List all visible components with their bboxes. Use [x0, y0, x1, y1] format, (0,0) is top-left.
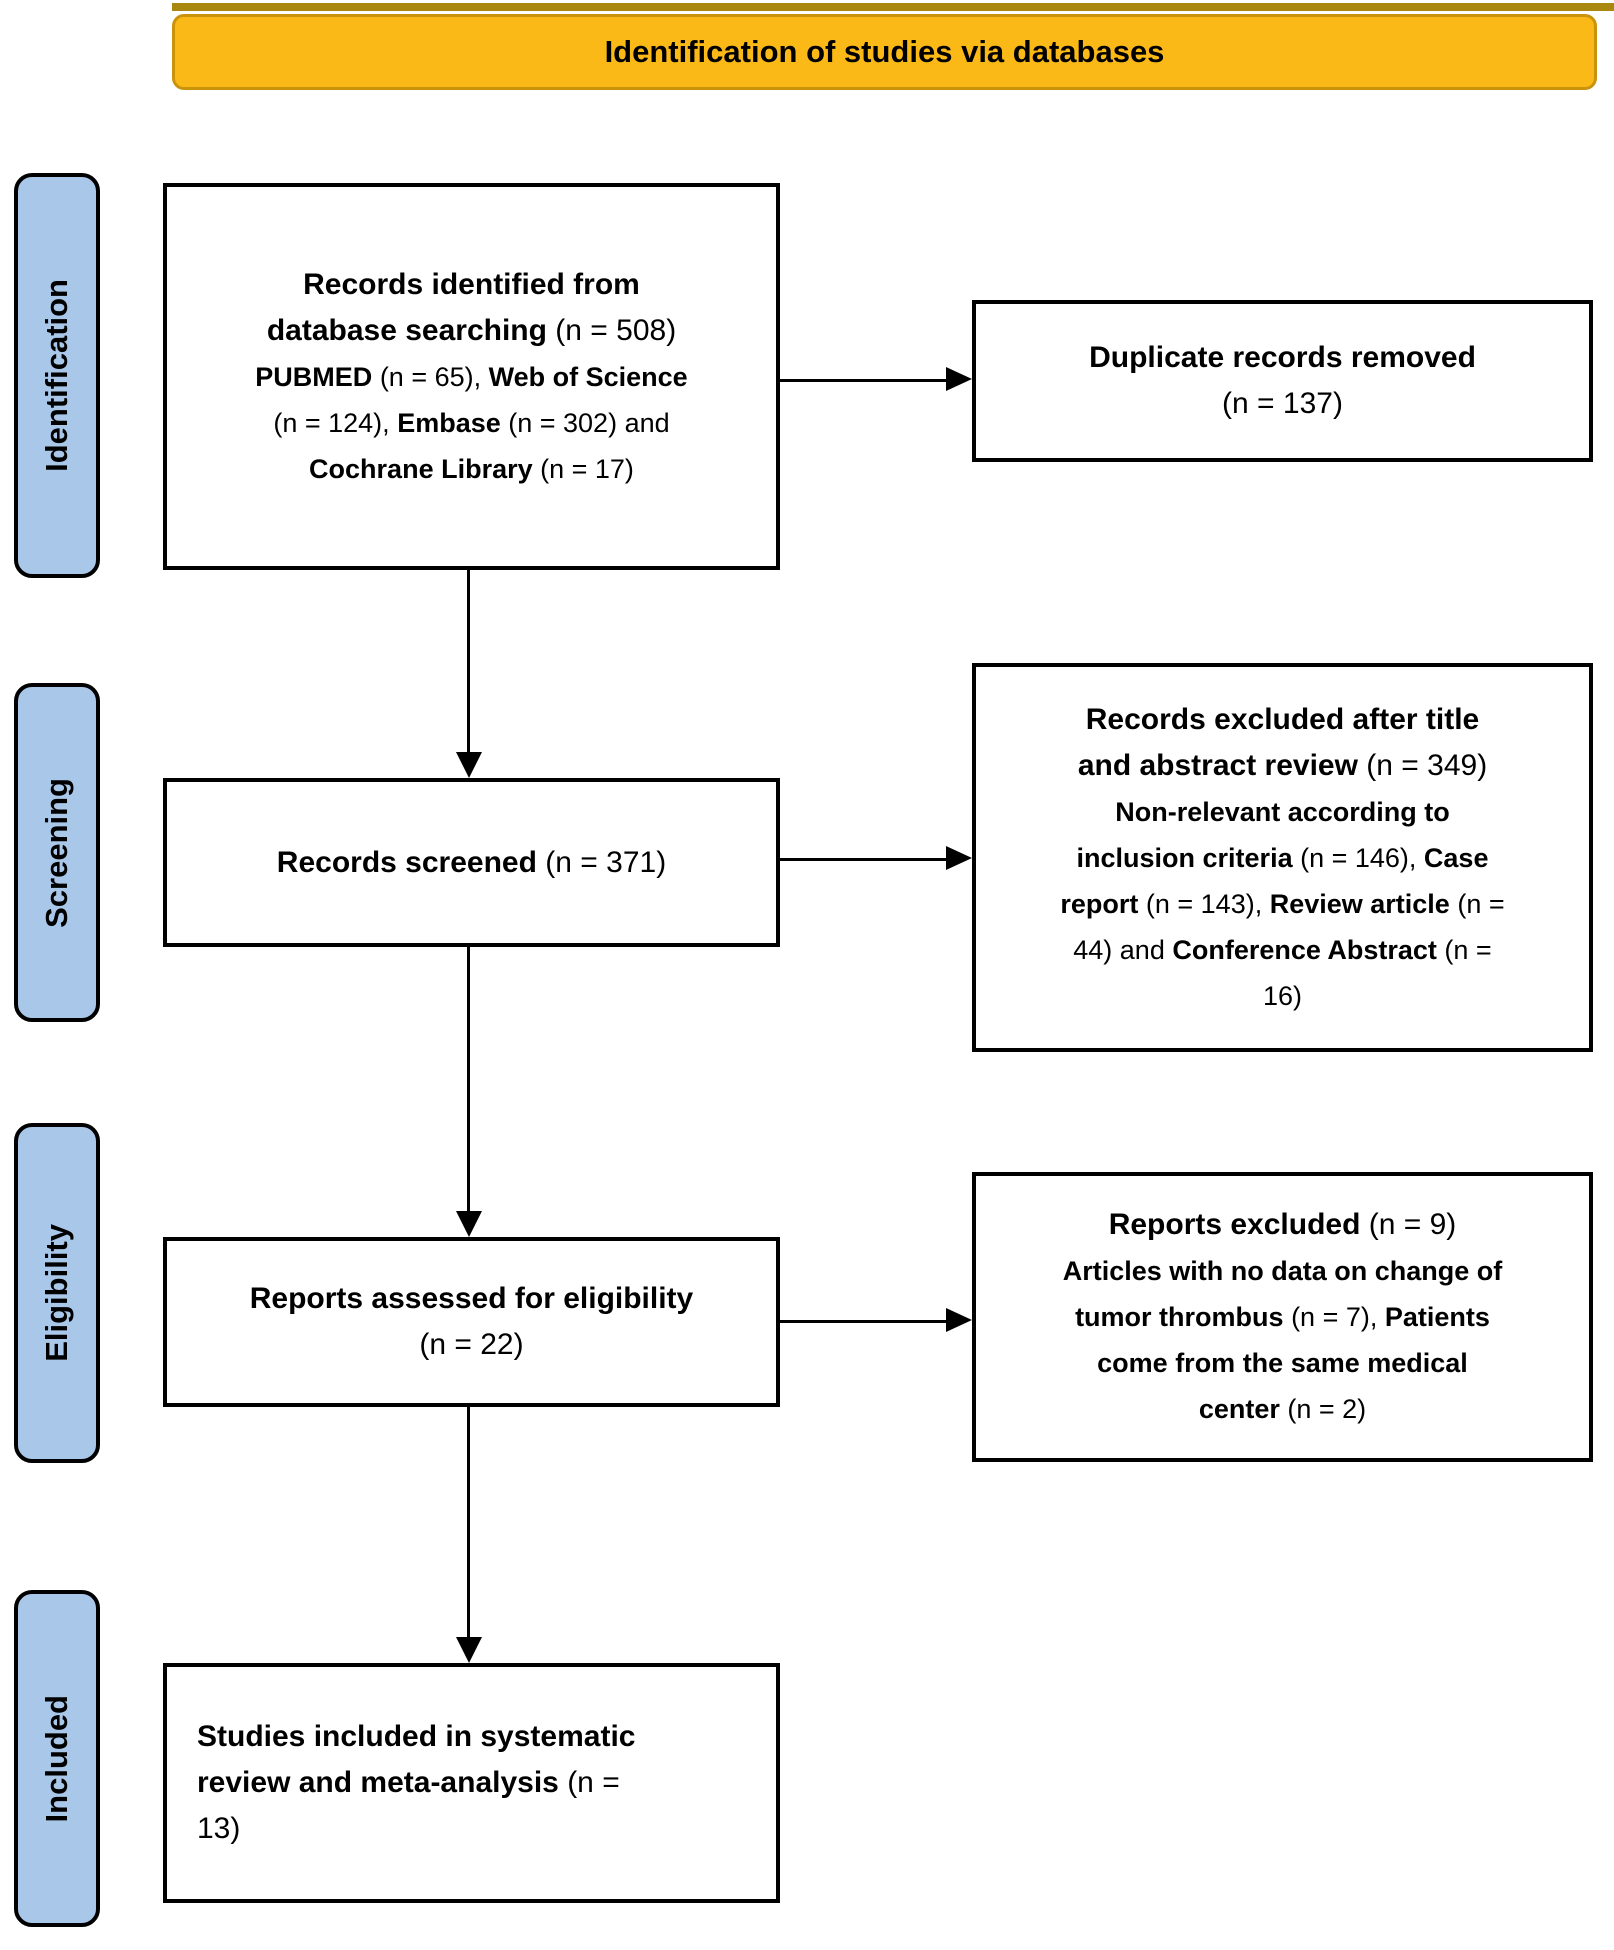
arrow-right-icon: [946, 1308, 972, 1332]
arrow-assessed-to-reports-excluded: [780, 1320, 946, 1323]
box-reports-excluded: Reports excluded (n = 9) Articles with n…: [972, 1172, 1593, 1462]
box-title: Reports excluded (n = 9): [1108, 1208, 1457, 1241]
box-title: Records screened (n = 371): [276, 845, 667, 879]
arrow-down-icon: [456, 1211, 482, 1237]
arrow-assessed-to-included: [467, 1407, 470, 1639]
box-records-screened: Records screened (n = 371): [163, 778, 780, 947]
stage-label-text: Screening: [39, 777, 74, 928]
arrow-down-icon: [456, 752, 482, 778]
stage-label-included: Included: [14, 1590, 100, 1927]
stage-label-text: Eligibility: [39, 1224, 74, 1362]
stage-label-text: Identification: [39, 279, 74, 472]
identification-banner: Identification of studies via databases: [172, 14, 1597, 90]
stage-label-text: Included: [39, 1694, 74, 1823]
box-reports-assessed-eligibility: Reports assessed for eligibility(n = 22): [163, 1237, 780, 1407]
box-detail: PUBMED (n = 65), Web of Science(n = 124)…: [255, 361, 688, 484]
cropped-banner-strip: [172, 3, 1614, 11]
arrow-identified-to-screened: [467, 570, 470, 754]
box-title: Duplicate records removed(n = 137): [1089, 341, 1476, 420]
arrow-screened-to-assessed: [467, 947, 470, 1213]
arrow-right-icon: [946, 846, 972, 870]
stage-label-eligibility: Eligibility: [14, 1123, 100, 1463]
arrow-screened-to-excluded: [780, 858, 946, 861]
arrow-down-icon: [456, 1637, 482, 1663]
arrow-identified-to-duplicates: [780, 379, 946, 382]
arrow-right-icon: [946, 367, 972, 391]
box-title: Reports assessed for eligibility(n = 22): [249, 1282, 694, 1361]
box-duplicate-records-removed: Duplicate records removed(n = 137): [972, 300, 1593, 462]
banner-title: Identification of studies via databases: [604, 34, 1165, 69]
stage-label-identification: Identification: [14, 173, 100, 578]
stage-label-screening: Screening: [14, 683, 100, 1022]
